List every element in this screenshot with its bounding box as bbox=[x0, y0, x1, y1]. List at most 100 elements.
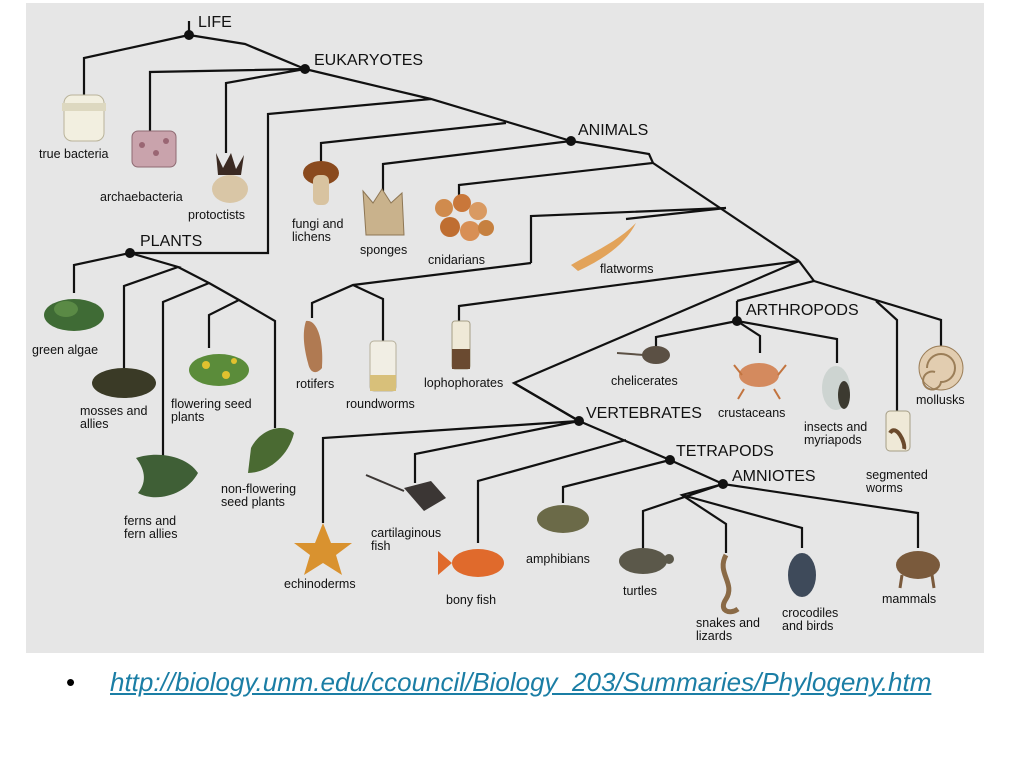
leaf-label-turtles: turtles bbox=[623, 584, 657, 598]
node-label-amniotes: AMNIOTES bbox=[732, 468, 816, 485]
node-label-vertebrates: VERTEBRATES bbox=[586, 405, 702, 422]
leaf-label-line: segmented bbox=[866, 468, 928, 482]
roundworms-jar-image bbox=[369, 340, 397, 392]
leaf-label-crustaceans: crustaceans bbox=[718, 406, 785, 420]
leaf-label-bony-fish: bony fish bbox=[446, 593, 496, 607]
node-label-arthropods: ARTHROPODS bbox=[746, 302, 859, 319]
leaf-label-line: true bacteria bbox=[39, 147, 109, 161]
segmented-worms-jar-image bbox=[885, 410, 911, 452]
leaf-label-archaebacteria: archaebacteria bbox=[100, 190, 183, 204]
leaf-label-line: worms bbox=[865, 481, 903, 495]
nonflowering-plants-image bbox=[248, 428, 294, 473]
leaf-label-line: seed plants bbox=[221, 495, 285, 509]
node-dot-vertebrates bbox=[574, 416, 584, 426]
leaf-label-line: amphibians bbox=[526, 552, 590, 566]
leaf-label-line: mosses and bbox=[80, 404, 147, 418]
leaf-label-chelicerates: chelicerates bbox=[611, 374, 678, 388]
leaf-label-flatworms: flatworms bbox=[600, 262, 653, 276]
node-label-animals: ANIMALS bbox=[578, 122, 648, 139]
node-label-tetrapods: TETRAPODS bbox=[676, 443, 774, 460]
leaf-label-roundworms: roundworms bbox=[346, 397, 415, 411]
archaebacteria-dish-image bbox=[131, 130, 177, 168]
flowering-plants-image bbox=[189, 354, 249, 386]
leaf-label-line: fish bbox=[371, 539, 391, 553]
cartilaginous-fish-image bbox=[365, 474, 446, 511]
leaf-label-cnidarians: cnidarians bbox=[428, 253, 485, 267]
green-algae-image bbox=[44, 299, 104, 331]
lophophorates-vial-image bbox=[451, 320, 471, 370]
leaf-label-mollusks: mollusks bbox=[916, 393, 965, 407]
node-labels: LIFE EUKARYOTES ANIMALS PLANTS ARTHROPOD… bbox=[140, 14, 859, 485]
leaf-label-line: chelicerates bbox=[611, 374, 678, 388]
leaf-label-line: and birds bbox=[782, 619, 833, 633]
leaf-label-line: rotifers bbox=[296, 377, 334, 391]
branch-fungi bbox=[319, 121, 507, 163]
leaf-label-mammals: mammals bbox=[882, 592, 936, 606]
branch-bilateria bbox=[529, 206, 727, 263]
mammals-image bbox=[896, 551, 940, 589]
sponges-image bbox=[362, 188, 405, 236]
branch-life bbox=[82, 21, 306, 98]
node-dot-animals bbox=[566, 136, 576, 146]
leaf-label-line: crustaceans bbox=[718, 406, 785, 420]
fungi-mushroom-image bbox=[303, 161, 339, 205]
leaf-label-line: plants bbox=[171, 410, 204, 424]
turtles-image bbox=[619, 548, 674, 574]
branch-amniotes bbox=[641, 482, 920, 553]
branch-bony-fish bbox=[476, 438, 627, 543]
leaf-label-line: lichens bbox=[292, 230, 331, 244]
leaf-label-line: green algae bbox=[32, 343, 98, 357]
branch-lophophorates bbox=[457, 259, 800, 321]
leaf-label-line: non-flowering bbox=[221, 482, 296, 496]
mosses-image bbox=[92, 368, 156, 398]
bony-fish-image bbox=[438, 549, 504, 577]
leaf-label-line: crocodiles bbox=[782, 606, 838, 620]
leaf-label-line: archaebacteria bbox=[100, 190, 183, 204]
branch-vert-stem bbox=[513, 382, 580, 422]
node-dot-amniotes bbox=[718, 479, 728, 489]
leaf-label-true-bacteria: true bacteria bbox=[39, 147, 109, 161]
leaf-label-amphibians: amphibians bbox=[526, 552, 590, 566]
branch-arthropods bbox=[654, 319, 839, 363]
node-dot-plants bbox=[125, 248, 135, 258]
node-label-life: LIFE bbox=[198, 14, 232, 31]
leaf-label-line: cnidarians bbox=[428, 253, 485, 267]
leaf-label-line: mammals bbox=[882, 592, 936, 606]
mollusks-image bbox=[918, 345, 964, 391]
tree-branches bbox=[72, 21, 943, 553]
rotifers-image bbox=[303, 320, 323, 373]
branch-to-plants bbox=[130, 97, 432, 255]
node-dot-eukaryotes bbox=[300, 64, 310, 74]
leaf-label-echinoderms: echinoderms bbox=[284, 577, 356, 591]
bullet-marker: • bbox=[66, 667, 76, 697]
organism-images bbox=[44, 94, 964, 615]
true-bacteria-jar-image bbox=[62, 94, 106, 142]
chelicerates-image bbox=[616, 346, 670, 364]
node-label-eukaryotes: EUKARYOTES bbox=[314, 52, 423, 69]
leaf-label-line: flowering seed bbox=[171, 397, 252, 411]
leaf-label-sponges: sponges bbox=[360, 243, 407, 257]
leaf-label-line: sponges bbox=[360, 243, 407, 257]
node-label-plants: PLANTS bbox=[140, 233, 202, 250]
leaf-label-line: roundworms bbox=[346, 397, 415, 411]
leaf-label-line: echinoderms bbox=[284, 577, 356, 591]
branch-eukaryotes bbox=[148, 67, 572, 153]
leaf-label-rotifers: rotifers bbox=[296, 377, 334, 391]
branch-plants bbox=[72, 251, 277, 458]
phylogeny-figure: LIFE EUKARYOTES ANIMALS PLANTS ARTHROPOD… bbox=[26, 3, 984, 653]
leaf-label-line: snakes and bbox=[696, 616, 760, 630]
flatworms-image bbox=[571, 223, 636, 271]
leaf-label-protoctists: protoctists bbox=[188, 208, 245, 222]
leaf-label-green-algae: green algae bbox=[32, 343, 98, 357]
source-link[interactable]: http://biology.unm.edu/ccouncil/Biology_… bbox=[110, 667, 932, 697]
branch-animals bbox=[381, 139, 800, 262]
crustaceans-image bbox=[733, 363, 787, 400]
